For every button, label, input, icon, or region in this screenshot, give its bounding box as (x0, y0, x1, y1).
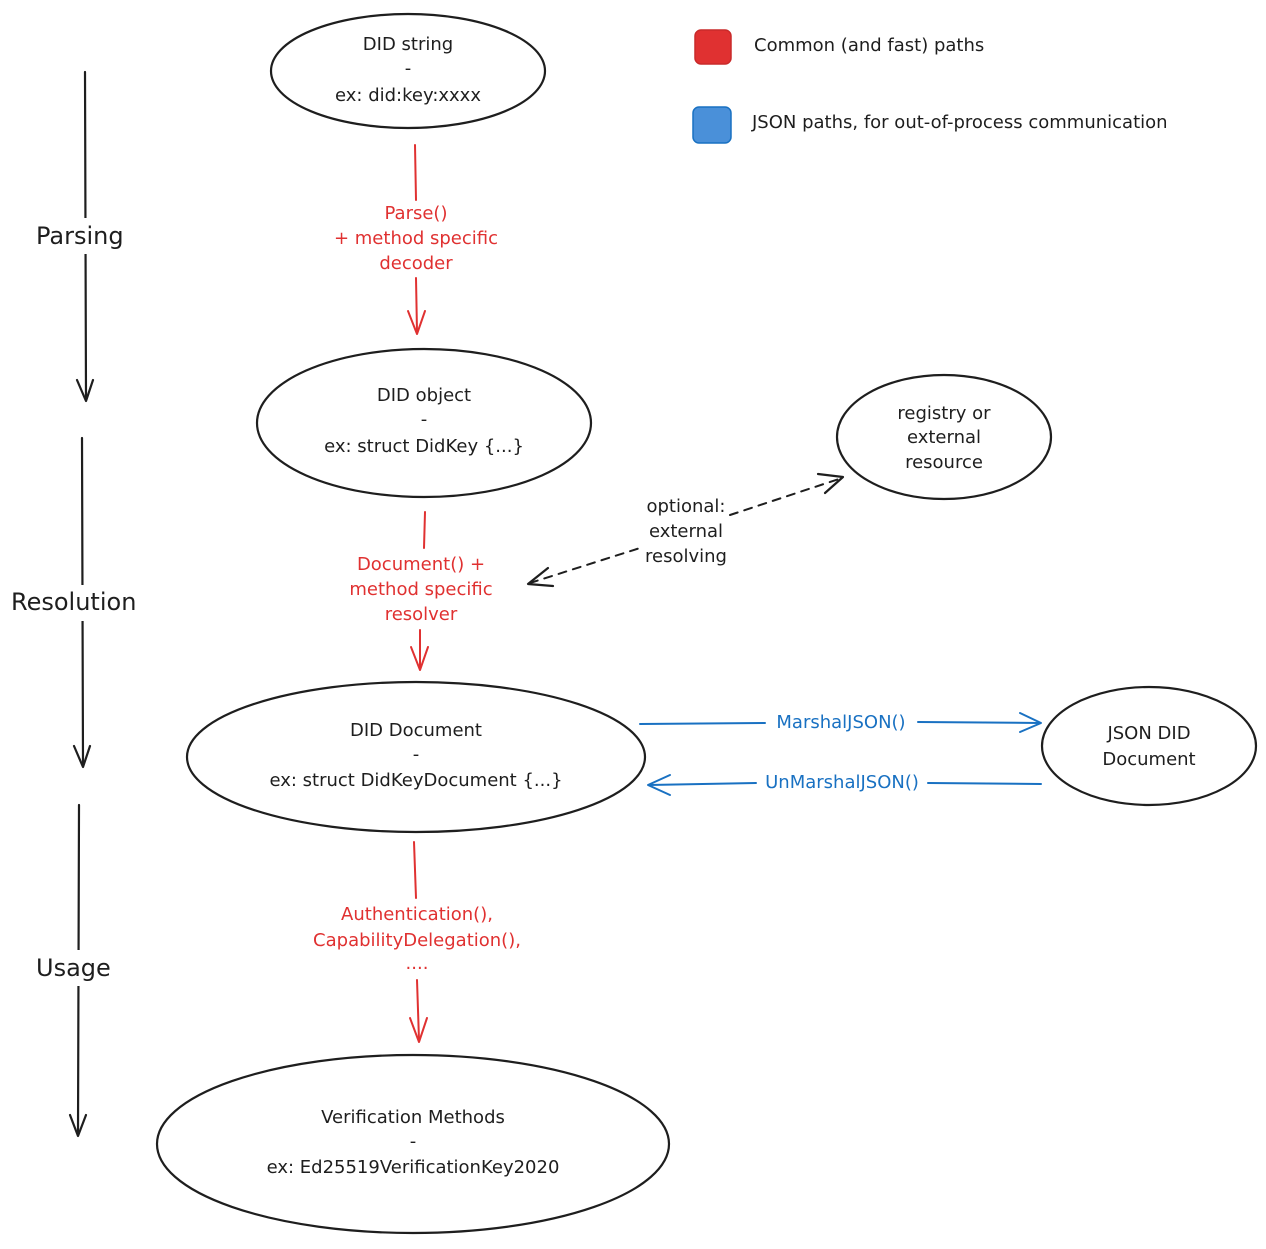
node-registry-line2: external (907, 427, 981, 448)
node-did-object-sep: - (421, 409, 428, 430)
edge-usage-label-2: CapabilityDelegation(), (313, 930, 521, 951)
node-did-string: DID string - ex: did:key:xxxx (269, 12, 547, 130)
stage-label-usage: Usage (36, 954, 111, 982)
node-verification-title: Verification Methods (321, 1107, 505, 1128)
edge-unmarshal-label: UnMarshalJSON() (765, 772, 919, 793)
edge-usage (409, 841, 428, 1043)
edge-document-label-1: Document() + (357, 554, 485, 575)
legend-label-common: Common (and fast) paths (754, 35, 984, 56)
edge-unmarshal-json (647, 774, 1042, 796)
node-did-object: DID object - ex: struct DidKey {...} (255, 347, 593, 499)
node-verification-example: ex: Ed25519VerificationKey2020 (267, 1157, 560, 1178)
node-json-doc-line1: JSON DID (1106, 723, 1190, 744)
node-did-document-example: ex: struct DidKeyDocument {...} (269, 770, 562, 791)
edge-parse-label-1: Parse() (385, 203, 448, 224)
legend: Common (and fast) paths JSON paths, for … (692, 29, 1168, 144)
node-registry-line3: resource (905, 452, 983, 473)
node-json-did-document: JSON DID Document (1040, 685, 1258, 807)
legend-label-json: JSON paths, for out-of-process communica… (751, 112, 1168, 133)
stage-label-parsing: Parsing (36, 222, 124, 250)
node-did-document: DID Document - ex: struct DidKeyDocument… (185, 680, 647, 834)
edge-optional-resolving (526, 472, 845, 588)
edge-usage-label-1: Authentication(), (341, 904, 493, 925)
node-did-object-example: ex: struct DidKey {...} (324, 436, 524, 457)
edge-marshal-label: MarshalJSON() (776, 712, 905, 733)
edge-parse (407, 144, 426, 335)
edge-parse-label-3: decoder (379, 253, 453, 274)
edge-optional-label-1: optional: (646, 496, 725, 517)
node-did-string-title: DID string (363, 34, 453, 55)
edge-marshal-json (639, 712, 1042, 733)
node-did-document-title: DID Document (350, 720, 482, 741)
node-did-string-example: ex: did:key:xxxx (335, 85, 481, 106)
edge-document (410, 511, 429, 671)
node-registry: registry or external resource (835, 373, 1053, 501)
edge-optional-label-3: resolving (645, 546, 727, 567)
edge-document-label-2: method specific (349, 579, 492, 600)
legend-swatch-json (692, 106, 732, 144)
edge-usage-label-3: .... (406, 953, 429, 974)
node-verification-sep: - (410, 1131, 417, 1152)
edge-parse-label-2: + method specific (334, 228, 498, 249)
node-registry-line1: registry or (897, 403, 991, 424)
stage-label-resolution: Resolution (11, 588, 136, 616)
node-did-document-sep: - (413, 744, 420, 765)
legend-swatch-common (694, 29, 732, 65)
node-did-object-title: DID object (377, 385, 471, 406)
node-verification-methods: Verification Methods - ex: Ed25519Verifi… (155, 1053, 671, 1235)
edge-optional-label-2: external (649, 521, 723, 542)
node-did-string-sep: - (405, 58, 412, 79)
edge-document-label-3: resolver (385, 604, 458, 625)
node-json-doc-line2: Document (1102, 749, 1195, 770)
